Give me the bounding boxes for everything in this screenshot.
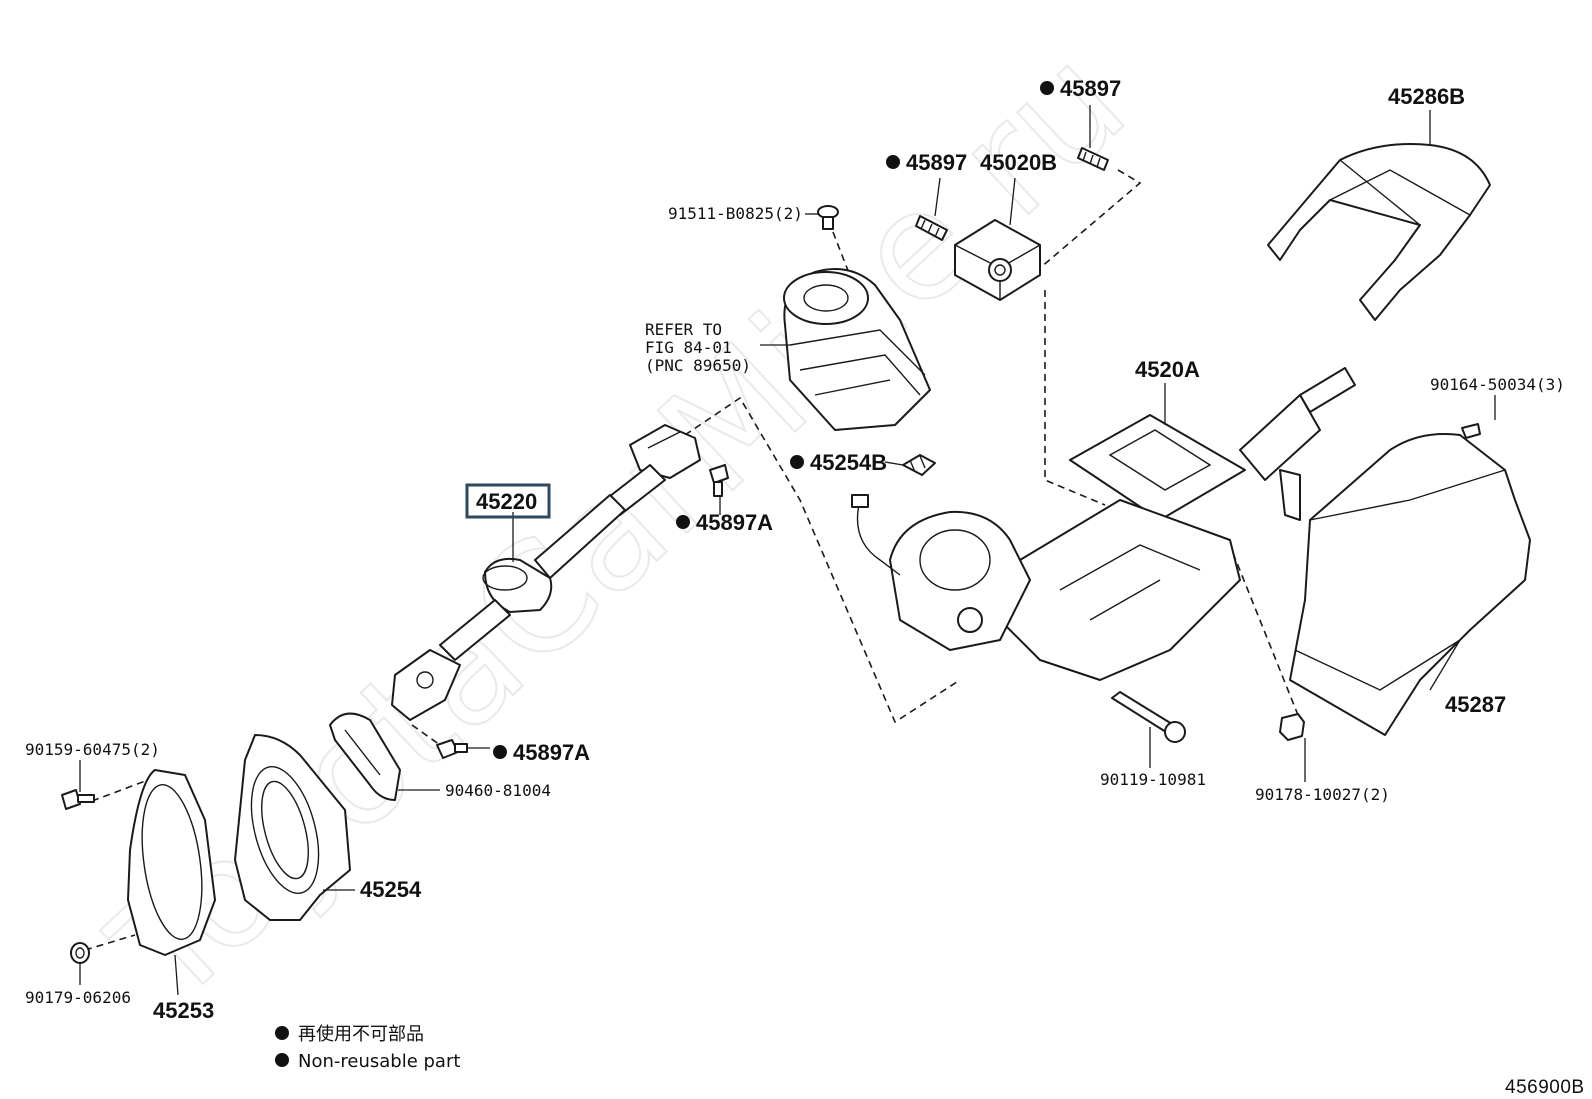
part-90159-bolt[interactable]: [61, 789, 95, 810]
part-45254B-clip[interactable]: [902, 454, 936, 476]
part-labels: 45897 45286B 45897 45020B 91511-B0825(2)…: [25, 76, 1565, 1023]
label-91511-B0825[interactable]: 91511-B0825(2): [668, 204, 803, 223]
legend-line-japanese: 再使用不可部品: [298, 1024, 424, 1045]
part-90119-bolt[interactable]: [1111, 691, 1186, 743]
highlight-box: [465, 483, 551, 519]
part-spiral-cable[interactable]: [783, 268, 931, 431]
label-45897-mid[interactable]: 45897: [906, 150, 967, 175]
label-45286B[interactable]: 45286B: [1388, 84, 1465, 109]
label-90179-06206[interactable]: 90179-06206: [25, 988, 131, 1007]
legend: 再使用不可部品 Non-reusable part: [275, 1024, 460, 1072]
part-45220-intermediate-shaft[interactable]: [391, 424, 701, 721]
label-45253[interactable]: 45253: [153, 998, 214, 1023]
label-45897A-upper[interactable]: 45897A: [696, 510, 773, 535]
part-90164-clip[interactable]: [1461, 423, 1481, 439]
label-45254B[interactable]: 45254B: [810, 450, 887, 475]
part-45287-lower-cover[interactable]: [1289, 433, 1531, 736]
part-45897A-lower-bolt[interactable]: [436, 739, 468, 759]
non-reusable-marker: [790, 455, 804, 469]
label-90119-10981[interactable]: 90119-10981: [1100, 770, 1206, 789]
part-45020B-lock-block[interactable]: [954, 219, 1041, 301]
part-45897A-upper-bolt[interactable]: [709, 464, 729, 497]
part-45254-dash-seal[interactable]: [234, 734, 351, 921]
legend-marker: [275, 1026, 289, 1040]
part-45253-plate[interactable]: [127, 769, 216, 956]
leader-lines: [79, 105, 1496, 996]
part-90178-nut[interactable]: [1279, 713, 1305, 741]
part-4520A-column-assembly[interactable]: [851, 367, 1356, 681]
figure-code: 456900B: [1505, 1077, 1585, 1098]
label-45287[interactable]: 45287: [1445, 692, 1506, 717]
label-45220[interactable]: 45220: [476, 489, 537, 514]
part-45286B-upper-cover[interactable]: [1267, 143, 1491, 321]
legend-marker: [275, 1053, 289, 1067]
legend-line-english: Non-reusable part: [298, 1051, 460, 1072]
part-90179-nut[interactable]: [70, 942, 90, 964]
non-reusable-marker: [1040, 81, 1054, 95]
label-4520A[interactable]: 4520A: [1135, 357, 1200, 382]
label-45254[interactable]: 45254: [360, 877, 422, 902]
label-45020B[interactable]: 45020B: [980, 150, 1057, 175]
part-45897-top-pin[interactable]: [1077, 147, 1109, 171]
part-45897-mid-pin[interactable]: [915, 215, 948, 241]
label-90159-60475[interactable]: 90159-60475(2): [25, 740, 160, 759]
non-reusable-marker: [886, 155, 900, 169]
part-90460-clamp[interactable]: [329, 712, 401, 801]
label-90164-50034[interactable]: 90164-50034(3): [1430, 375, 1565, 394]
label-refer-to-line1: REFER TO: [645, 320, 722, 339]
label-90178-10027[interactable]: 90178-10027(2): [1255, 785, 1390, 804]
label-45897A-lower[interactable]: 45897A: [513, 740, 590, 765]
part-91511-screw[interactable]: [817, 205, 839, 230]
label-refer-to-line2[interactable]: FIG 84-01: [645, 338, 732, 357]
label-45897-top[interactable]: 45897: [1060, 76, 1121, 101]
non-reusable-marker: [493, 745, 507, 759]
label-90460-81004[interactable]: 90460-81004: [445, 781, 551, 800]
non-reusable-marker: [676, 515, 690, 529]
label-refer-to-line3: (PNC 89650): [645, 356, 751, 375]
